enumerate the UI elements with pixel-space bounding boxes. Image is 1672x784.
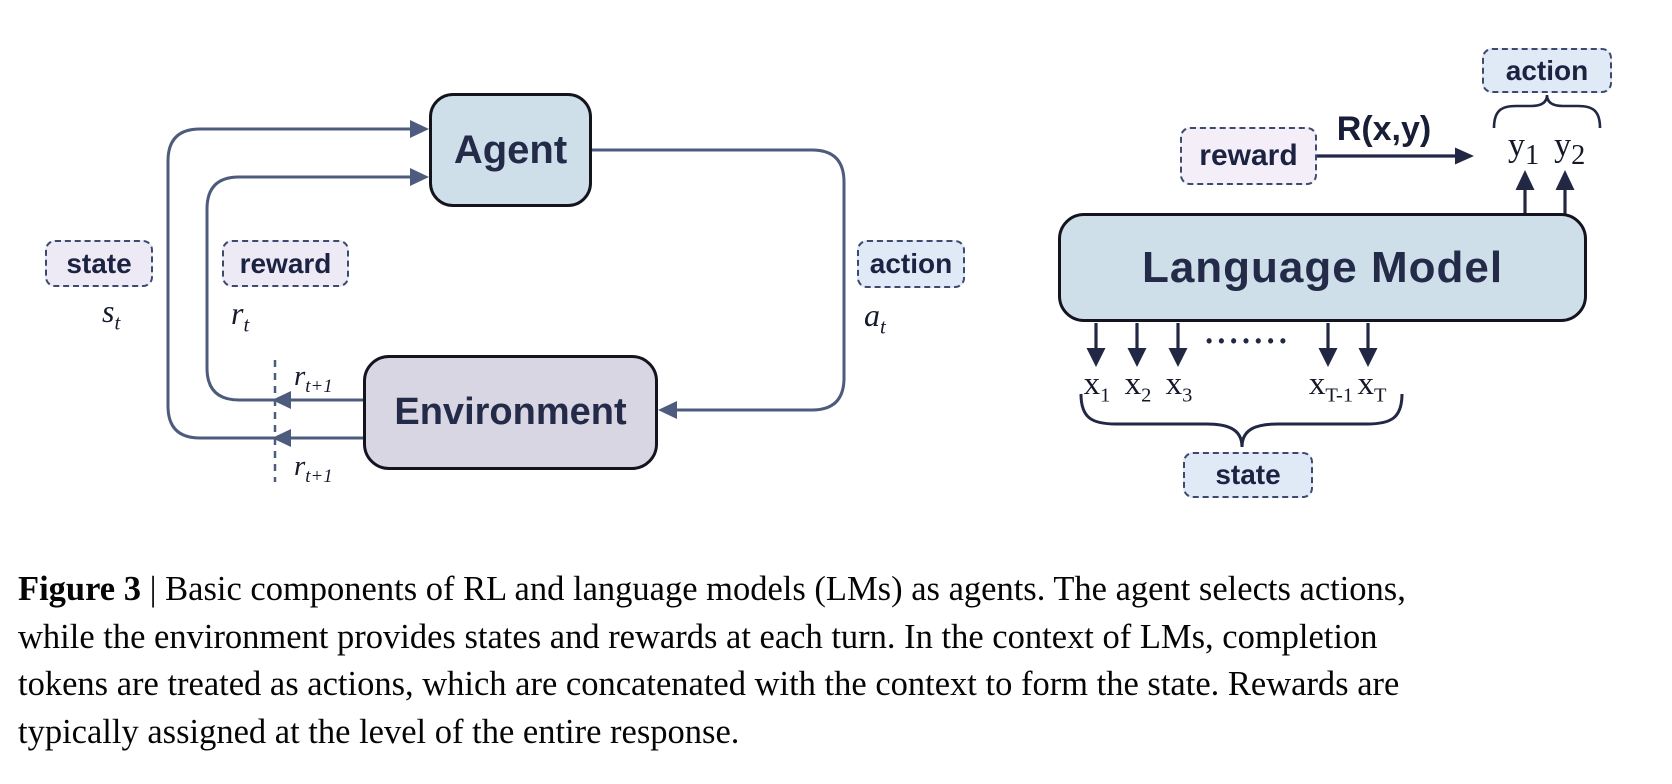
state-tag: state [45, 240, 153, 287]
action-tag: action [857, 240, 965, 288]
reward-next-symbol-upper: rt+1 [294, 360, 333, 397]
reward-function-label: R(x,y) [1336, 110, 1432, 148]
reward-symbol: rt [231, 295, 250, 337]
lm-state-tag: state [1183, 452, 1313, 498]
lm-reward-tag: reward [1180, 127, 1317, 185]
language-model-box: Language Model [1058, 213, 1587, 322]
environment-box: Environment [363, 355, 658, 470]
output-tokens: y1 y2 [1508, 129, 1585, 170]
agent-box: Agent [429, 93, 592, 207]
action-symbol: at [864, 297, 886, 339]
figure-caption: Figure 3 | Basic components of RL and la… [18, 566, 1664, 756]
lm-action-tag: action [1482, 48, 1612, 93]
input-token-xT-1: xT-1 [1308, 366, 1354, 407]
caption-line-2: while the environment provides states an… [18, 617, 1378, 656]
output-token-y1: y1 [1508, 127, 1540, 171]
input-token-x2: x2 [1124, 366, 1152, 407]
input-token-x3: x3 [1165, 366, 1193, 407]
figure-label: Figure 3 [18, 570, 141, 608]
output-arrows [1523, 189, 1567, 214]
output-token-y2: y2 [1554, 127, 1586, 171]
input-token-x1: x1 [1083, 366, 1111, 407]
input-token-xT: xT [1357, 366, 1387, 407]
caption-line-4: typically assigned at the level of the e… [18, 712, 740, 751]
action-brace [1492, 94, 1602, 129]
caption-line-3: tokens are treated as actions, which are… [18, 665, 1400, 703]
caption-line-1: Figure 3 | Basic components of RL and la… [18, 570, 1406, 608]
reward-tag: reward [222, 240, 349, 287]
ellipsis-dots: ••••••• [1205, 331, 1293, 351]
reward-next-symbol-lower: rt+1 [294, 450, 333, 487]
state-symbol: st [102, 293, 121, 335]
